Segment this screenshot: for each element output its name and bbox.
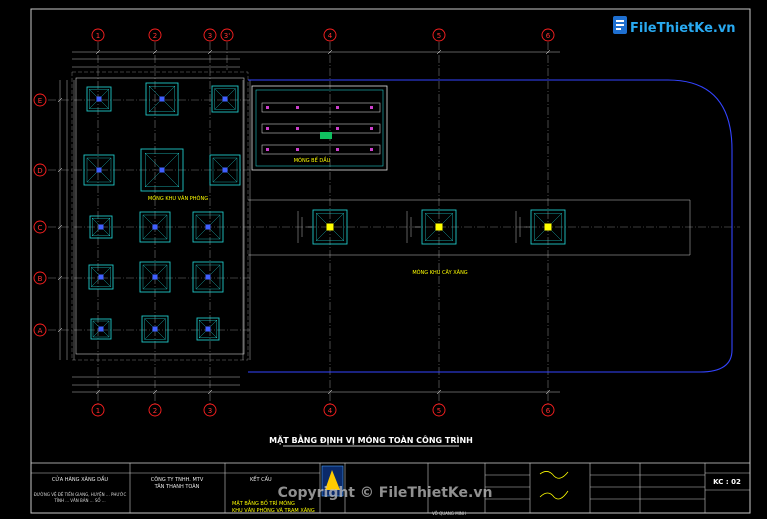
footing-D2 — [140, 148, 184, 192]
axis-bubble-E — [33, 93, 47, 107]
axis-bubble-3p-top — [220, 28, 234, 42]
footing-B3 — [192, 261, 224, 293]
column-bubbles-top: 1 2 3 3' 4 5 6 — [91, 28, 555, 42]
footing-canopy-6 — [530, 209, 566, 245]
axis-label-3-bottom: 3 — [208, 407, 212, 415]
footing-B2 — [139, 261, 171, 293]
axis-label-6-top: 6 — [546, 32, 551, 40]
canopy-dimension-2 — [406, 211, 421, 243]
axis-bubble-6-top — [541, 28, 555, 42]
logo-mark-icon — [325, 470, 340, 490]
watermark-logo: FileThietKe.vn — [613, 16, 736, 36]
axis-label-2-top: 2 — [153, 32, 157, 40]
footing-D1 — [83, 154, 115, 186]
office-foundation-label: MÓNG KHU VĂN PHÒNG — [148, 195, 208, 202]
footing-C2 — [139, 211, 171, 243]
axis-bubble-5-bottom — [432, 403, 446, 417]
axis-bubble-A — [33, 323, 47, 337]
project-note-2: TỈNH ... VĂN BẢN ... SỐ ... — [53, 498, 105, 503]
row-bubbles: E D C B A — [33, 93, 47, 337]
title-block: CỬA HÀNG XĂNG DẦU ĐƯỜNG VỆ ĐÊ TIỀN GIANG… — [30, 462, 751, 516]
sheet-title-1: MẶT BẰNG BỐ TRÍ MÓNG — [232, 499, 295, 507]
foundation-footings — [83, 82, 566, 343]
canopy-foundation-label: MÓNG KHU CÂY XĂNG — [412, 269, 467, 276]
office-slab-outline — [71, 71, 249, 361]
axis-label-4-bottom: 4 — [328, 407, 333, 415]
axis-bubble-C — [33, 220, 47, 234]
footing-D3 — [209, 154, 241, 186]
axis-label-E: E — [38, 97, 42, 105]
canopy-dimension-3 — [515, 211, 530, 243]
footing-E3 — [211, 85, 239, 113]
drawing-title: MẶT BẰNG ĐỊNH VỊ MÓNG TOÀN CÔNG TRÌNH — [269, 433, 473, 445]
footing-canopy-4 — [312, 209, 348, 245]
dimension-lines — [59, 51, 560, 393]
project-note-1: ĐƯỜNG VỆ ĐÊ TIỀN GIANG, HUYỆN ... PHƯỚC — [34, 492, 127, 497]
footing-E1 — [86, 86, 112, 112]
axis-bubble-1-bottom — [91, 403, 105, 417]
axis-bubble-3-top — [203, 28, 217, 42]
axis-bubble-2-bottom — [148, 403, 162, 417]
axis-bubble-4-bottom — [323, 403, 337, 417]
axis-label-5-top: 5 — [437, 32, 441, 40]
axis-bubble-2-top — [148, 28, 162, 42]
grid-axes — [48, 42, 740, 405]
axis-label-3-top: 3 — [208, 32, 212, 40]
client-name-2: TÂN THANH TOÀN — [154, 483, 200, 490]
office-building-outline — [75, 77, 245, 355]
sheet-title-2: KHU VĂN PHÒNG VÀ TRẠM XĂNG — [232, 507, 315, 514]
designer-name: VÕ QUANG MINH — [432, 511, 466, 516]
axis-label-4-top: 4 — [328, 32, 333, 40]
axis-bubble-3-bottom — [203, 403, 217, 417]
project-name: CỬA HÀNG XĂNG DẦU — [52, 475, 108, 483]
footing-C1 — [89, 215, 113, 239]
axis-label-5-bottom: 5 — [437, 407, 441, 415]
axis-bubble-5-top — [432, 28, 446, 42]
axis-bubble-B — [33, 271, 47, 285]
dimension-ticks — [57, 49, 551, 395]
axis-label-C: C — [38, 224, 43, 232]
column-bubbles-bottom: 1 2 3 4 5 6 — [91, 403, 555, 417]
footing-canopy-5 — [421, 209, 457, 245]
oil-tank-foundation: MÓNG BỂ DẦU — [251, 85, 388, 171]
tank-foundation-label: MÓNG BỂ DẦU — [294, 156, 331, 164]
footing-A2 — [141, 315, 169, 343]
signature-1 — [539, 471, 569, 479]
axis-bubble-6-bottom — [541, 403, 555, 417]
axis-label-D: D — [37, 167, 42, 175]
axis-label-1-top: 1 — [96, 32, 100, 40]
axis-bubble-4-top — [323, 28, 337, 42]
axis-bubble-D — [33, 163, 47, 177]
axis-label-B: B — [38, 275, 43, 283]
axis-label-3p-top: 3' — [224, 32, 230, 40]
footing-E2 — [145, 82, 179, 116]
client-name: CÔNG TY TNHH. MTV — [151, 476, 204, 483]
canopy-dimension-1 — [297, 211, 312, 243]
watermark-brand: FileThietKe.vn — [630, 21, 736, 36]
signature-2 — [539, 490, 569, 500]
footing-A1 — [90, 318, 112, 340]
footing-B1 — [88, 264, 114, 290]
copyright-watermark: Copyright © FileThietKe.vn — [278, 485, 493, 501]
axis-label-1-bottom: 1 — [96, 407, 100, 415]
axis-label-A: A — [38, 327, 43, 335]
footing-C3 — [192, 211, 224, 243]
axis-bubble-1-top — [91, 28, 105, 42]
footing-A3 — [196, 317, 220, 341]
section-label: KẾT CẤU — [250, 475, 272, 483]
sheet-number: KC : 02 — [713, 478, 741, 486]
axis-label-2-bottom: 2 — [153, 407, 157, 415]
axis-label-6-bottom: 6 — [546, 407, 551, 415]
site-boundary — [248, 79, 733, 373]
